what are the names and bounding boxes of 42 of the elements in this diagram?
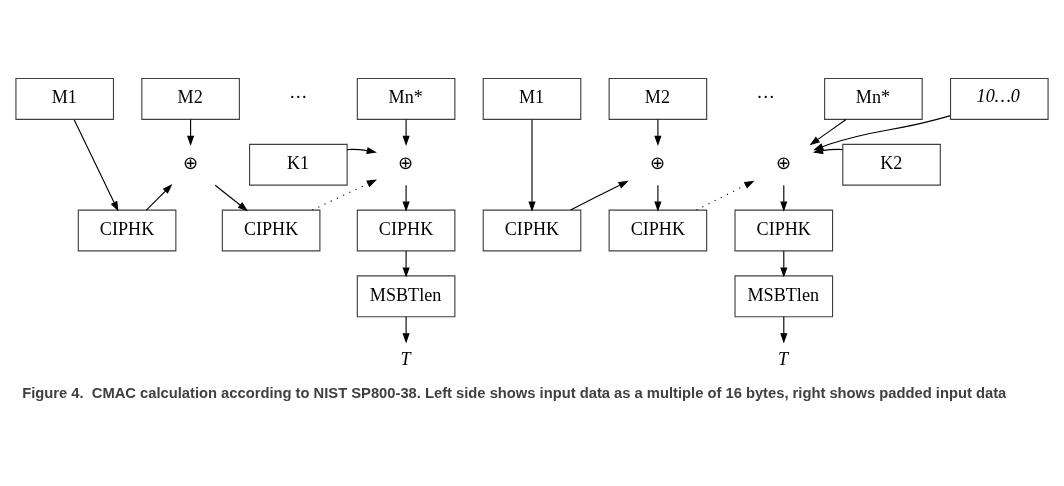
node-box: M1 (482, 77, 582, 120)
node-box: CIPHK (734, 209, 834, 252)
node-box: MSBTlen (734, 275, 834, 318)
label: ··· (756, 87, 775, 108)
node-text: ⊕ (649, 153, 665, 174)
node-box: 10…0 (949, 77, 1049, 120)
node-box: CIPHK (608, 209, 708, 252)
arrow (311, 179, 378, 211)
node-box: CIPHK (221, 209, 321, 252)
arrow (402, 250, 410, 278)
node-box: M2 (141, 77, 240, 120)
arrow (346, 147, 377, 155)
arrow (73, 119, 119, 212)
node-box: M1 (15, 77, 115, 120)
node-text: ⊕ (182, 153, 198, 174)
arrow (145, 184, 173, 211)
caption: Figure 4. CMAC calculation according to NIST SP800-38. Left side shows input data as a multiple of 16 bytes, right shows padded input data (22, 384, 1007, 401)
node-text: T (400, 349, 411, 370)
node-box: K2 (842, 143, 941, 186)
arrow (654, 184, 662, 212)
arrow (812, 147, 844, 155)
arrow (809, 118, 847, 146)
node-box: CIPHK (77, 209, 177, 252)
node-box: Mn* (356, 77, 456, 120)
node-box: M2 (608, 77, 708, 120)
arrow (528, 119, 536, 212)
arrow (654, 118, 662, 147)
node-box: Mn* (824, 77, 923, 120)
arrow (695, 180, 755, 211)
node-box: K1 (249, 143, 348, 186)
node-text: ⊕ (398, 153, 414, 174)
node-box: CIPHK (482, 209, 582, 252)
arrow (402, 184, 410, 212)
arrow (402, 316, 410, 344)
node-text: ⊕ (775, 153, 791, 174)
arrow (570, 180, 629, 211)
arrow (214, 184, 248, 212)
node-box: CIPHK (356, 209, 456, 252)
arrow (402, 118, 410, 147)
node-box: MSBTlen (356, 275, 456, 318)
node-text: T (778, 349, 789, 370)
label: ··· (289, 87, 308, 108)
